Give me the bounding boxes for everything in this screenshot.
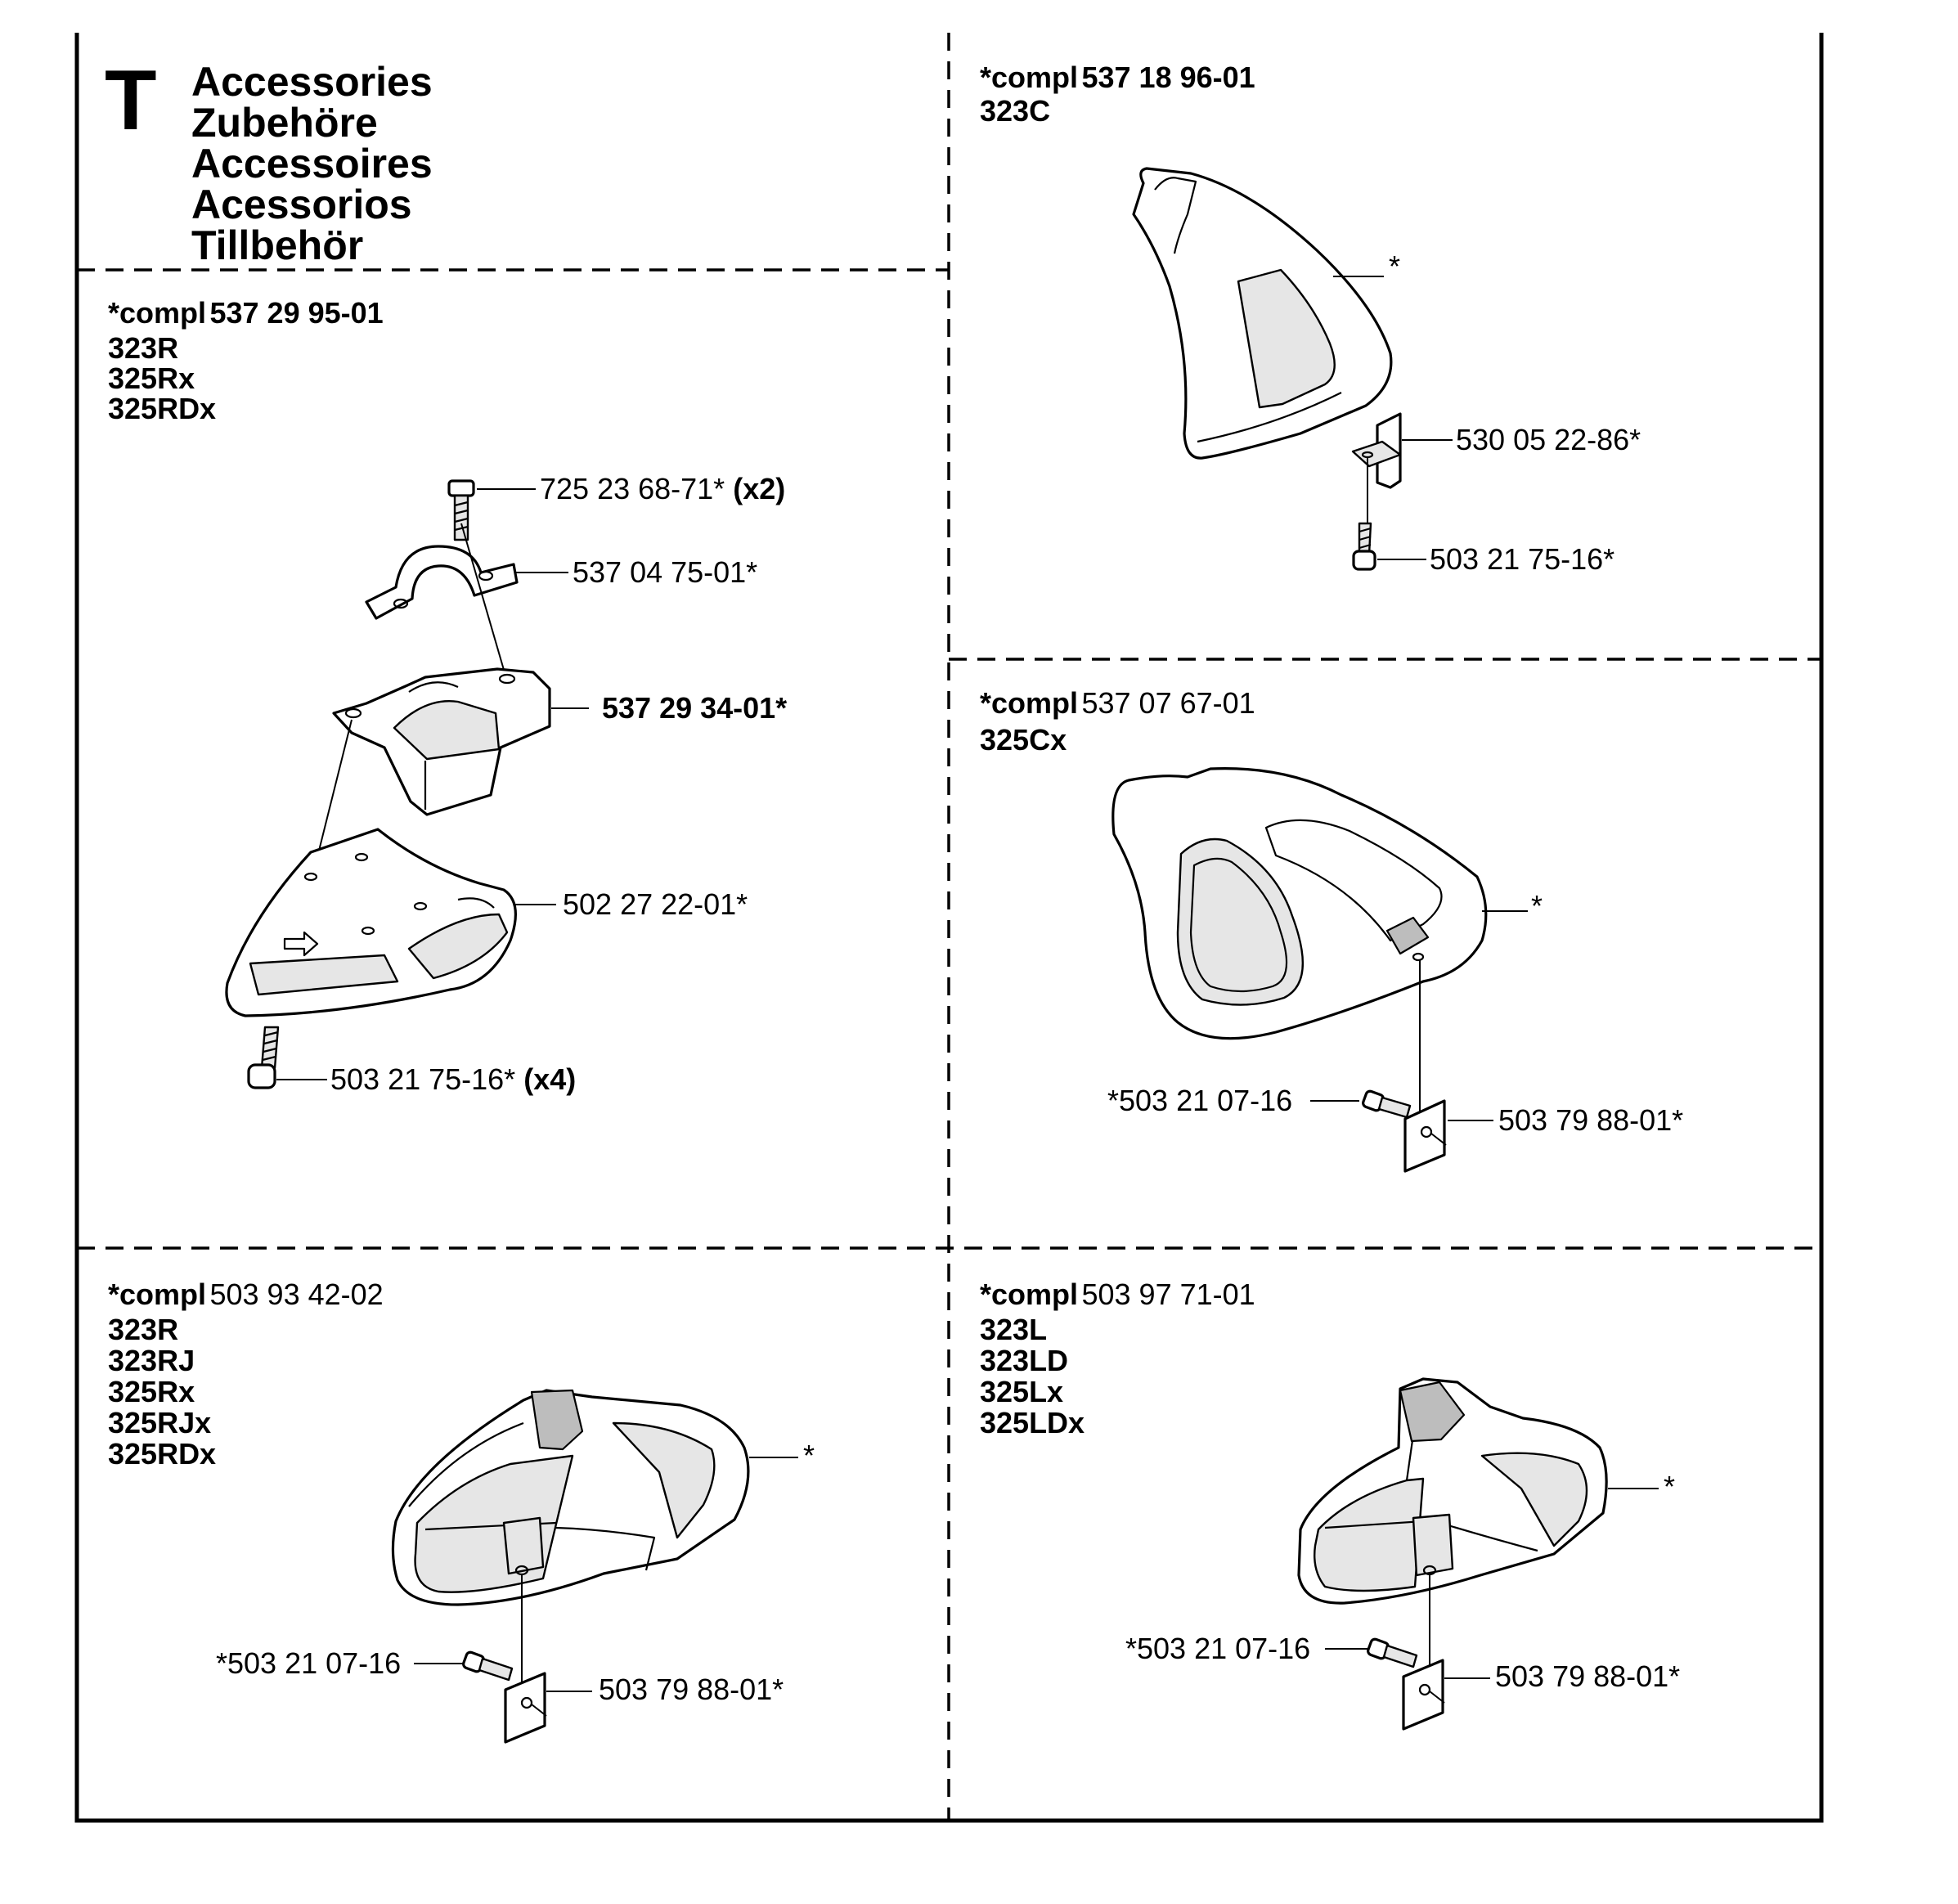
model-label: 323C bbox=[980, 94, 1050, 128]
clamp-drawing bbox=[365, 523, 568, 696]
model-label: 325RDx bbox=[108, 1437, 216, 1471]
kit-heading: *compl 537 07 67-01 bbox=[980, 686, 1255, 720]
panel-kit-537-18-96-01: *compl 537 18 96-01 323C * 530 05 22-86*… bbox=[980, 61, 1641, 576]
part-label: * bbox=[803, 1439, 815, 1472]
model-label: 323RJ bbox=[108, 1344, 195, 1377]
part-label: 725 23 68-71* (x2) bbox=[540, 472, 785, 505]
screw-drawing bbox=[247, 1026, 327, 1089]
screw-drawing bbox=[1352, 522, 1426, 571]
model-label: 323R bbox=[108, 331, 178, 365]
part-label: 502 27 22-01* bbox=[563, 887, 748, 921]
model-label: 323L bbox=[980, 1313, 1047, 1346]
plate-drawing bbox=[1403, 1099, 1493, 1173]
panel-kit-503-93-42-02: *compl 503 93 42-02 323R 323RJ 325Rx 325… bbox=[108, 1278, 815, 1744]
model-label: 325Rx bbox=[108, 361, 195, 395]
panel-kit-537-07-67-01: *compl 537 07 67-01 325Cx * *503 21 07-1… bbox=[980, 686, 1683, 1173]
part-label: * bbox=[1664, 1470, 1675, 1503]
kit-heading: *compl 537 29 95-01 bbox=[108, 296, 384, 330]
part-label: * bbox=[1531, 889, 1543, 923]
section-title-sv: Tillbehör bbox=[191, 222, 363, 268]
part-label: 503 21 75-16* bbox=[1430, 542, 1614, 576]
model-label: 325Rx bbox=[108, 1375, 195, 1408]
model-label: 325RDx bbox=[108, 392, 216, 425]
part-label: 503 79 88-01* bbox=[1495, 1659, 1680, 1693]
model-label: 325LDx bbox=[980, 1406, 1085, 1439]
guard-drawing bbox=[1297, 1377, 1659, 1685]
part-label: 537 04 75-01* bbox=[573, 555, 757, 589]
kit-heading: *compl 503 97 71-01 bbox=[980, 1278, 1255, 1311]
part-label: *503 21 07-16 bbox=[1125, 1632, 1310, 1665]
part-label: 503 21 75-16* (x4) bbox=[330, 1062, 576, 1096]
panel-kit-503-97-71-01: *compl 503 97 71-01 323L 323LD 325Lx 325… bbox=[980, 1278, 1680, 1731]
model-label: 325Cx bbox=[980, 723, 1067, 757]
section-title-de: Zubehöre bbox=[191, 100, 378, 146]
panel-kit-537-29-95-01: *compl 537 29 95-01 323R 325Rx 325RDx 72… bbox=[108, 296, 787, 1096]
kit-heading: *compl 537 18 96-01 bbox=[980, 61, 1255, 94]
part-label: 537 29 34-01* bbox=[602, 691, 787, 725]
panel-frame bbox=[74, 33, 1824, 1823]
part-label: *503 21 07-16 bbox=[1107, 1084, 1292, 1117]
model-label: 323LD bbox=[980, 1344, 1068, 1377]
bolt-drawing bbox=[447, 479, 536, 541]
part-label: *503 21 07-16 bbox=[216, 1646, 401, 1680]
part-label: 503 79 88-01* bbox=[599, 1673, 784, 1706]
guard-drawing bbox=[225, 828, 556, 1017]
part-label: 530 05 22-86* bbox=[1456, 423, 1641, 456]
section-letter: T bbox=[105, 53, 157, 148]
part-label: * bbox=[1389, 249, 1400, 283]
model-label: 325Lx bbox=[980, 1375, 1063, 1408]
screw-drawing bbox=[1310, 1089, 1412, 1119]
model-label: 323R bbox=[108, 1313, 178, 1346]
guard-drawing bbox=[1132, 167, 1393, 460]
bracket-drawing bbox=[1351, 412, 1453, 523]
section-title-en: Accessories bbox=[191, 59, 433, 105]
plate-drawing bbox=[1402, 1659, 1490, 1731]
part-label: 503 79 88-01* bbox=[1498, 1103, 1683, 1137]
guard-drawing bbox=[391, 1389, 798, 1701]
section-title-pt: Acessorios bbox=[191, 182, 412, 227]
section-title-fr: Accessoires bbox=[191, 141, 433, 186]
model-label: 325RJx bbox=[108, 1406, 211, 1439]
guard-drawing bbox=[1111, 767, 1528, 1120]
plate-drawing bbox=[504, 1672, 592, 1744]
screw-drawing bbox=[1325, 1637, 1418, 1668]
holder-drawing bbox=[310, 667, 589, 884]
section-header: T Accessories Zubehöre Accessoires Acess… bbox=[105, 53, 433, 268]
screw-drawing bbox=[414, 1650, 514, 1682]
kit-heading: *compl 503 93 42-02 bbox=[108, 1278, 384, 1311]
